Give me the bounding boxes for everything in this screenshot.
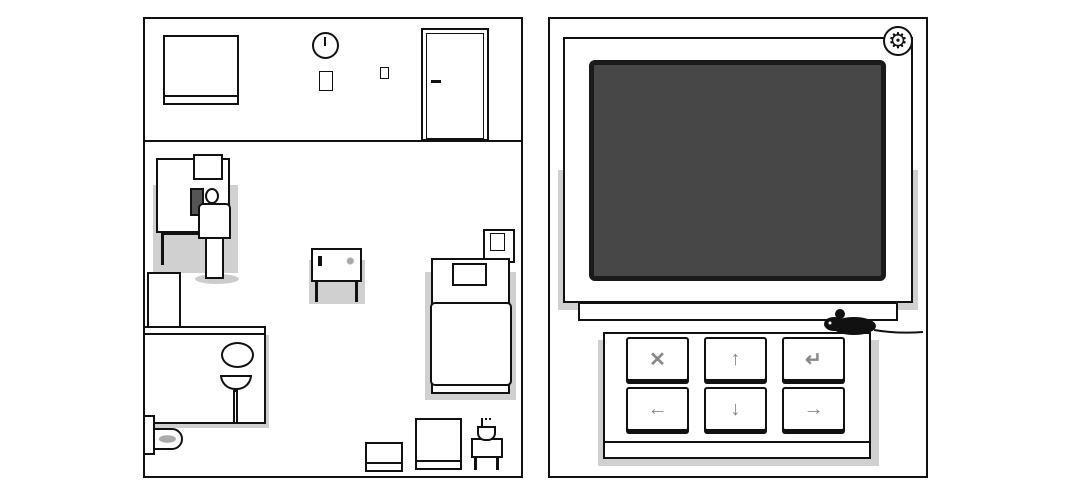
blanket: [430, 302, 512, 386]
arrow-right-icon: →: [803, 397, 824, 420]
pillow: [452, 263, 487, 286]
table-items[interactable]: [318, 256, 356, 266]
screen[interactable]: [589, 60, 886, 281]
settings-button[interactable]: ⚙: [883, 26, 913, 56]
window[interactable]: [163, 35, 239, 105]
key-up[interactable]: ↑: [704, 337, 767, 381]
mirror[interactable]: [221, 342, 254, 368]
key-right[interactable]: →: [782, 387, 845, 431]
player-character[interactable]: [198, 203, 231, 239]
player-shadow: [195, 274, 239, 284]
key-cancel[interactable]: ✕: [626, 337, 689, 381]
clock-hands: [324, 37, 326, 46]
arrow-up-icon: ↑: [730, 347, 741, 370]
nightstand-frame: [490, 233, 505, 251]
light-switch[interactable]: [380, 67, 389, 79]
key-enter[interactable]: ↵: [782, 337, 845, 381]
cabinet[interactable]: [415, 418, 462, 470]
keypad-ledge: [603, 441, 871, 443]
gear-icon: ⚙: [888, 28, 908, 53]
arrow-down-icon: ↓: [730, 397, 741, 420]
door-inner: [426, 33, 484, 139]
toilet-tank: [143, 415, 155, 455]
monitor-stand: [578, 302, 898, 321]
plant-leaves: [481, 418, 491, 428]
box[interactable]: [365, 442, 403, 472]
sink-pipe: [233, 390, 238, 424]
potted-plant[interactable]: [477, 426, 496, 441]
player-head: [205, 188, 219, 204]
wall-note[interactable]: [319, 71, 333, 91]
wardrobe[interactable]: [147, 272, 181, 328]
plant-stool-legs: [474, 458, 499, 470]
close-icon: ✕: [649, 348, 666, 371]
plant-stool: [471, 438, 503, 458]
arrow-left-icon: ←: [647, 397, 668, 420]
player-legs: [205, 237, 224, 279]
key-left[interactable]: ←: [626, 387, 689, 431]
wall-floor-divider: [143, 140, 523, 142]
table-legs: [315, 282, 358, 302]
bathroom-wall-top: [143, 333, 266, 335]
desk-shelf: [193, 154, 223, 180]
mouse-icon[interactable]: [818, 304, 926, 340]
enter-icon: ↵: [805, 348, 822, 371]
door-handle: [431, 80, 441, 83]
key-down[interactable]: ↓: [704, 387, 767, 431]
